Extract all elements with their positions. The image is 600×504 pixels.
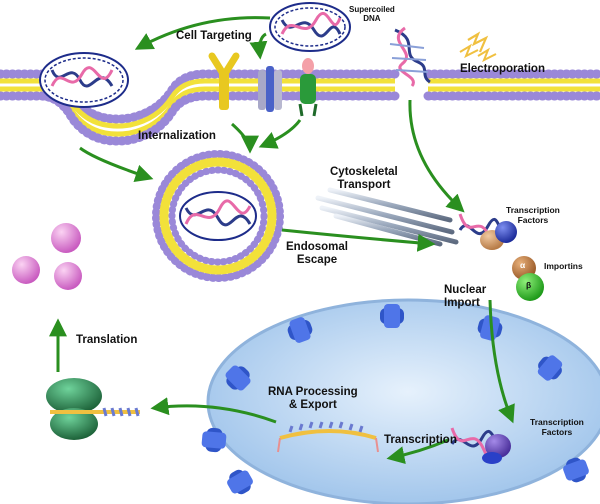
lightning-icon xyxy=(459,31,497,63)
electroporation-label: Electroporation xyxy=(460,63,545,75)
nucleus xyxy=(206,298,600,504)
plasma-membrane-right xyxy=(423,69,600,101)
supercoiled-dna-label: Supercoiled DNA xyxy=(349,5,395,23)
dna-icon xyxy=(50,66,114,88)
nuclear-import-label: Nuclear Import xyxy=(444,284,487,309)
mrna-strand-nucleus xyxy=(277,421,379,453)
transcription-factors-label-bottom: Transcription Factors xyxy=(530,417,584,437)
protein-products xyxy=(12,223,82,290)
importin-beta xyxy=(516,273,544,301)
transcription-factors-label-top: Transcription Factors xyxy=(506,205,560,225)
transcription-label: Transcription xyxy=(384,434,457,446)
dna-tf-complex-top xyxy=(458,213,517,250)
protein-2 xyxy=(12,256,40,284)
receptor-green-icon xyxy=(298,58,318,117)
importins-label: Importins xyxy=(544,261,583,271)
translation-label: Translation xyxy=(76,334,138,346)
pathway-arrows xyxy=(49,16,515,464)
receptor-y-icon xyxy=(208,52,240,110)
beta-symbol: β xyxy=(526,280,532,290)
alpha-symbol: α xyxy=(520,260,526,270)
dna-vesicle-top xyxy=(269,2,351,52)
invagination-vesicle xyxy=(39,52,129,108)
endosome xyxy=(152,150,284,282)
endosomal-escape-label: Endosomal Escape xyxy=(286,241,348,266)
dna-icon xyxy=(184,199,252,227)
cell-targeting-label: Cell Targeting xyxy=(176,30,252,42)
ribosome xyxy=(46,378,140,440)
cytoskeletal-transport-label: Cytoskeletal Transport xyxy=(330,166,398,191)
internalization-label: Internalization xyxy=(138,130,216,142)
protein-3 xyxy=(54,262,82,290)
protein-1 xyxy=(51,223,81,253)
dna-icon xyxy=(280,11,342,38)
rna-processing-export-label: RNA Processing & Export xyxy=(268,386,358,411)
supercoiled-dna-icon xyxy=(389,26,431,87)
dna-tf-complex-bottom xyxy=(450,427,511,464)
receptor-channel-icon xyxy=(258,66,282,112)
nuclear-pores xyxy=(201,304,589,495)
